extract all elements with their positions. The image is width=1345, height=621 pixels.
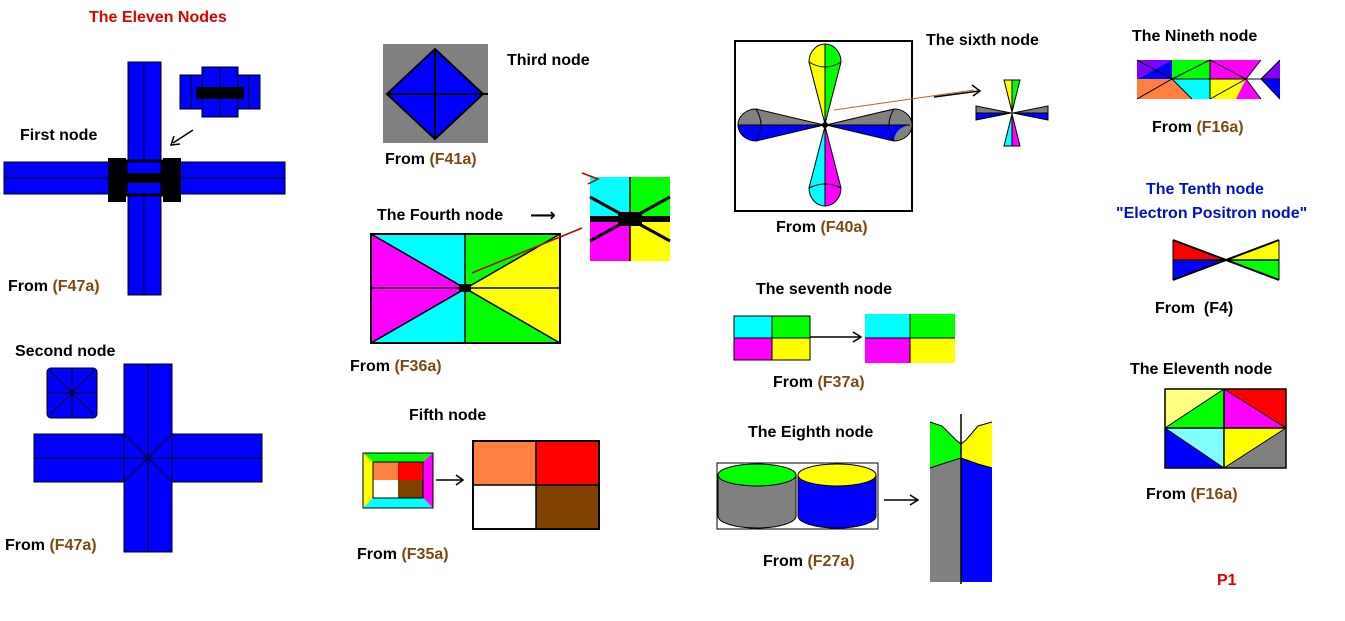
eighth-node-label: The Eighth node [748, 424, 874, 441]
fifth-node-source: From (F35a) [357, 546, 449, 563]
fourth-node-figure [370, 227, 583, 344]
fourth-node-detail [581, 172, 671, 261]
second-node-figure [33, 363, 263, 553]
fifth-node-large-figure [472, 440, 600, 530]
fourth-node-source: From (F36a) [350, 358, 442, 375]
sixth-node-ref: (F40a) [820, 219, 868, 236]
fifth-node-small-figure [362, 452, 465, 509]
first-node-label: First node [20, 127, 98, 144]
second-node-ref: (F47a) [49, 537, 97, 554]
sixth-node-label: The sixth node [926, 32, 1039, 49]
eleventh-node-figure [1164, 388, 1287, 469]
seventh-node-small-figure [733, 315, 863, 361]
second-node-detail [46, 367, 98, 419]
ninth-node-ref: (F16a) [1196, 119, 1244, 136]
third-node-source: From (F41a) [385, 151, 477, 168]
first-node-source: From (F47a) [8, 278, 100, 295]
eleventh-node-label: The Eleventh node [1130, 361, 1273, 378]
tenth-node-subtitle: "Electron Positron node" [1116, 205, 1308, 222]
eleventh-node-source: From (F16a) [1146, 486, 1238, 503]
tenth-node-label: The Tenth node [1146, 181, 1264, 198]
second-node-label: Second node [15, 343, 116, 360]
eighth-node-detail [929, 414, 993, 584]
ninth-node-source: From (F16a) [1152, 119, 1244, 136]
sixth-node-source: From (F40a) [776, 219, 868, 236]
seventh-node-label: The seventh node [756, 281, 893, 298]
seventh-node-ref: (F37a) [817, 374, 865, 391]
tenth-node-source: From (F4) [1155, 300, 1234, 317]
fourth-node-arrow: ⟶ [530, 205, 556, 225]
fourth-node-label: The Fourth node [377, 207, 504, 224]
page-title: The Eleven Nodes [89, 9, 227, 26]
fifth-node-label: Fifth node [409, 407, 487, 424]
eighth-node-source: From (F27a) [763, 553, 855, 570]
tenth-node-ref: (F4) [1203, 300, 1234, 317]
tenth-node-figure [1172, 239, 1280, 281]
third-node-figure [383, 44, 488, 143]
eighth-node-ref: (F27a) [807, 553, 855, 570]
third-node-label: Third node [507, 52, 590, 69]
sixth-node-detail [975, 79, 1049, 147]
ninth-node-label: The Nineth node [1132, 28, 1258, 45]
fifth-node-ref: (F35a) [401, 546, 449, 563]
eighth-node-cylinders [716, 462, 920, 530]
third-node-ref: (F41a) [429, 151, 477, 168]
sixth-node-figure [734, 40, 982, 212]
first-node-ref: (F47a) [52, 278, 100, 295]
eleventh-node-ref: (F16a) [1190, 486, 1238, 503]
page-number: P1 [1217, 572, 1237, 589]
seventh-node-large-figure [865, 314, 955, 363]
second-node-source: From (F47a) [5, 537, 97, 554]
ninth-node-figure [1136, 59, 1281, 100]
fourth-node-ref: (F36a) [394, 358, 442, 375]
first-node-detail [179, 66, 261, 118]
first-node-pointer-arrow [169, 129, 194, 146]
first-node-figure [3, 61, 286, 296]
seventh-node-source: From (F37a) [773, 374, 865, 391]
